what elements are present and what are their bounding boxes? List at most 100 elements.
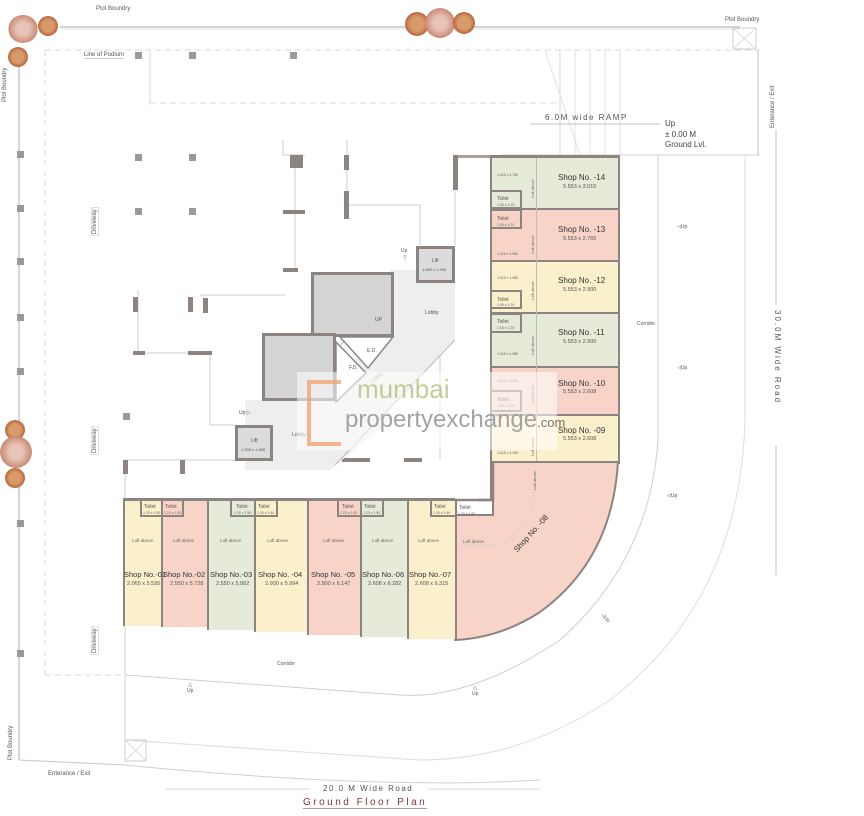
- tree-icon: [8, 15, 38, 43]
- up-label: Up: [187, 688, 194, 694]
- toilet-dim: 1.20 x 1.50: [433, 511, 451, 515]
- column: [135, 208, 142, 215]
- shop-03[interactable]: [207, 499, 256, 630]
- up-arrow-icon: ◁Up: [677, 365, 688, 371]
- toilet: [492, 290, 522, 309]
- column: [189, 208, 196, 215]
- loft-label: Loft above: [418, 538, 440, 543]
- lift-dim: 1.900 x 1.650: [241, 447, 266, 452]
- shop-name: Shop No. -14: [558, 173, 606, 182]
- tree-icon: [38, 16, 58, 36]
- shop-01[interactable]: [123, 499, 163, 626]
- watermark-text: propertyexchange: [345, 406, 538, 433]
- shop-name: Shop No.-07: [409, 570, 452, 579]
- watermark-suffix: .com: [537, 415, 566, 430]
- road-bottom-label: 20.0 M Wide Road: [323, 784, 414, 793]
- shop-name: Shop No. -13: [558, 225, 606, 234]
- shop-dim: 2.608 x 6.282: [368, 581, 402, 587]
- shop-dim: 2.550 x 5.862: [216, 581, 250, 587]
- up-arrow-icon: △Up: [472, 685, 479, 697]
- fd-label: F.D.: [349, 365, 358, 371]
- tree-icon: [453, 12, 475, 34]
- level-elevation: ± 0.00 M: [665, 130, 697, 139]
- shop-07[interactable]: [407, 499, 457, 639]
- lift-label: Lift: [251, 438, 258, 444]
- loft-label: Loft above: [463, 539, 485, 544]
- lift-label: Lift: [432, 258, 439, 264]
- front-dim: 1.615 x 1.850: [497, 252, 519, 256]
- shop-dim: 2.900 x 6.147: [317, 581, 351, 587]
- toilet-label: Toilet: [364, 504, 376, 510]
- level-name: Ground Lvl.: [665, 140, 707, 149]
- shop-11[interactable]: [490, 312, 620, 368]
- toilet-dim: 1.20 x 1.50: [363, 511, 381, 515]
- plan-title: Ground Floor Plan: [303, 797, 428, 809]
- corridor-label: Corridor: [637, 321, 656, 327]
- plot-boundary-label: Plot Boundry: [725, 17, 760, 23]
- toilet-label: Toilet: [165, 504, 177, 510]
- toilet-dim: 1.20 x 1.50: [340, 511, 358, 515]
- loft-label: Loft above: [132, 538, 154, 543]
- ramp-label: 6.0M wide RAMP: [545, 113, 628, 122]
- lobby-label: Lobby: [425, 310, 439, 316]
- corridor-label: Corridor: [277, 661, 296, 667]
- wall: [180, 460, 185, 474]
- loft-label: Loft above: [267, 538, 289, 543]
- shop-06[interactable]: [360, 499, 409, 637]
- toilet-label: Toilet: [497, 319, 509, 325]
- wall: [133, 297, 138, 312]
- toilet: [492, 190, 522, 209]
- shop-02[interactable]: [161, 499, 209, 627]
- shop-dim: 5.553 x 2.608: [563, 436, 597, 442]
- ed-label: E.D.: [367, 348, 377, 354]
- toilet-label: Toilet: [497, 196, 509, 202]
- wall: [283, 210, 305, 214]
- shop-05[interactable]: [307, 499, 362, 635]
- wall: [404, 458, 422, 462]
- wall: [453, 155, 458, 190]
- toilet-label: Toilet: [434, 504, 446, 510]
- toilet: [492, 209, 522, 229]
- toilet-dim: 1.50 x 1.20: [497, 303, 515, 307]
- column: [135, 154, 142, 161]
- toilet-dim: 1.50 x 1.20: [497, 326, 515, 330]
- staircase-top: [311, 272, 394, 337]
- column: [17, 650, 24, 657]
- shop-name: Shop No. -04: [258, 570, 303, 579]
- shop-name: Shop No.-06: [362, 570, 405, 579]
- lift-bottom: Lift 1.900 x 1.650: [235, 425, 273, 461]
- shop-dim: 5.553 x 3.015: [563, 184, 597, 190]
- shop-13[interactable]: [490, 208, 620, 262]
- up-label: Up: [401, 248, 408, 254]
- tree-icon: [5, 420, 25, 440]
- up-label: Up: [680, 365, 688, 371]
- shop-dim: 2.065 x 5.595: [127, 581, 161, 587]
- shop-name: Shop No. -12: [558, 276, 606, 285]
- toilet-dim: 1.20 x 1.50: [234, 511, 252, 515]
- shop-dim: 2.550 x 5.728: [170, 581, 204, 587]
- level-up-label: Up: [665, 119, 676, 128]
- column: [290, 52, 297, 59]
- up-arrow-icon: ▽: [403, 255, 407, 261]
- toilet-dim: 1.50 x 1.20: [497, 223, 515, 227]
- column: [135, 52, 142, 59]
- lift-top: Lift 1.650 x 1.900: [416, 246, 455, 283]
- shop-04[interactable]: [254, 499, 309, 632]
- loft-label: Loft above: [220, 538, 242, 543]
- column: [189, 154, 196, 161]
- tree-icon: [8, 47, 28, 67]
- toilet: [254, 500, 278, 517]
- shop-dim: 5.553 x 2.900: [563, 339, 597, 345]
- wall: [203, 298, 208, 313]
- loft-label: Loft above: [323, 538, 345, 543]
- watermark-line1: mumbai: [357, 374, 450, 404]
- shop-name: Shop No. -05: [311, 570, 356, 579]
- up-label: Up: [680, 224, 688, 230]
- loft-line: [536, 158, 537, 463]
- up-arrow-icon: ◁Up: [667, 493, 678, 499]
- shop-dim: 5.553 x 2.765: [563, 236, 597, 242]
- plot-boundary-label: Plot Boundry: [96, 6, 131, 12]
- toilet: [360, 500, 384, 517]
